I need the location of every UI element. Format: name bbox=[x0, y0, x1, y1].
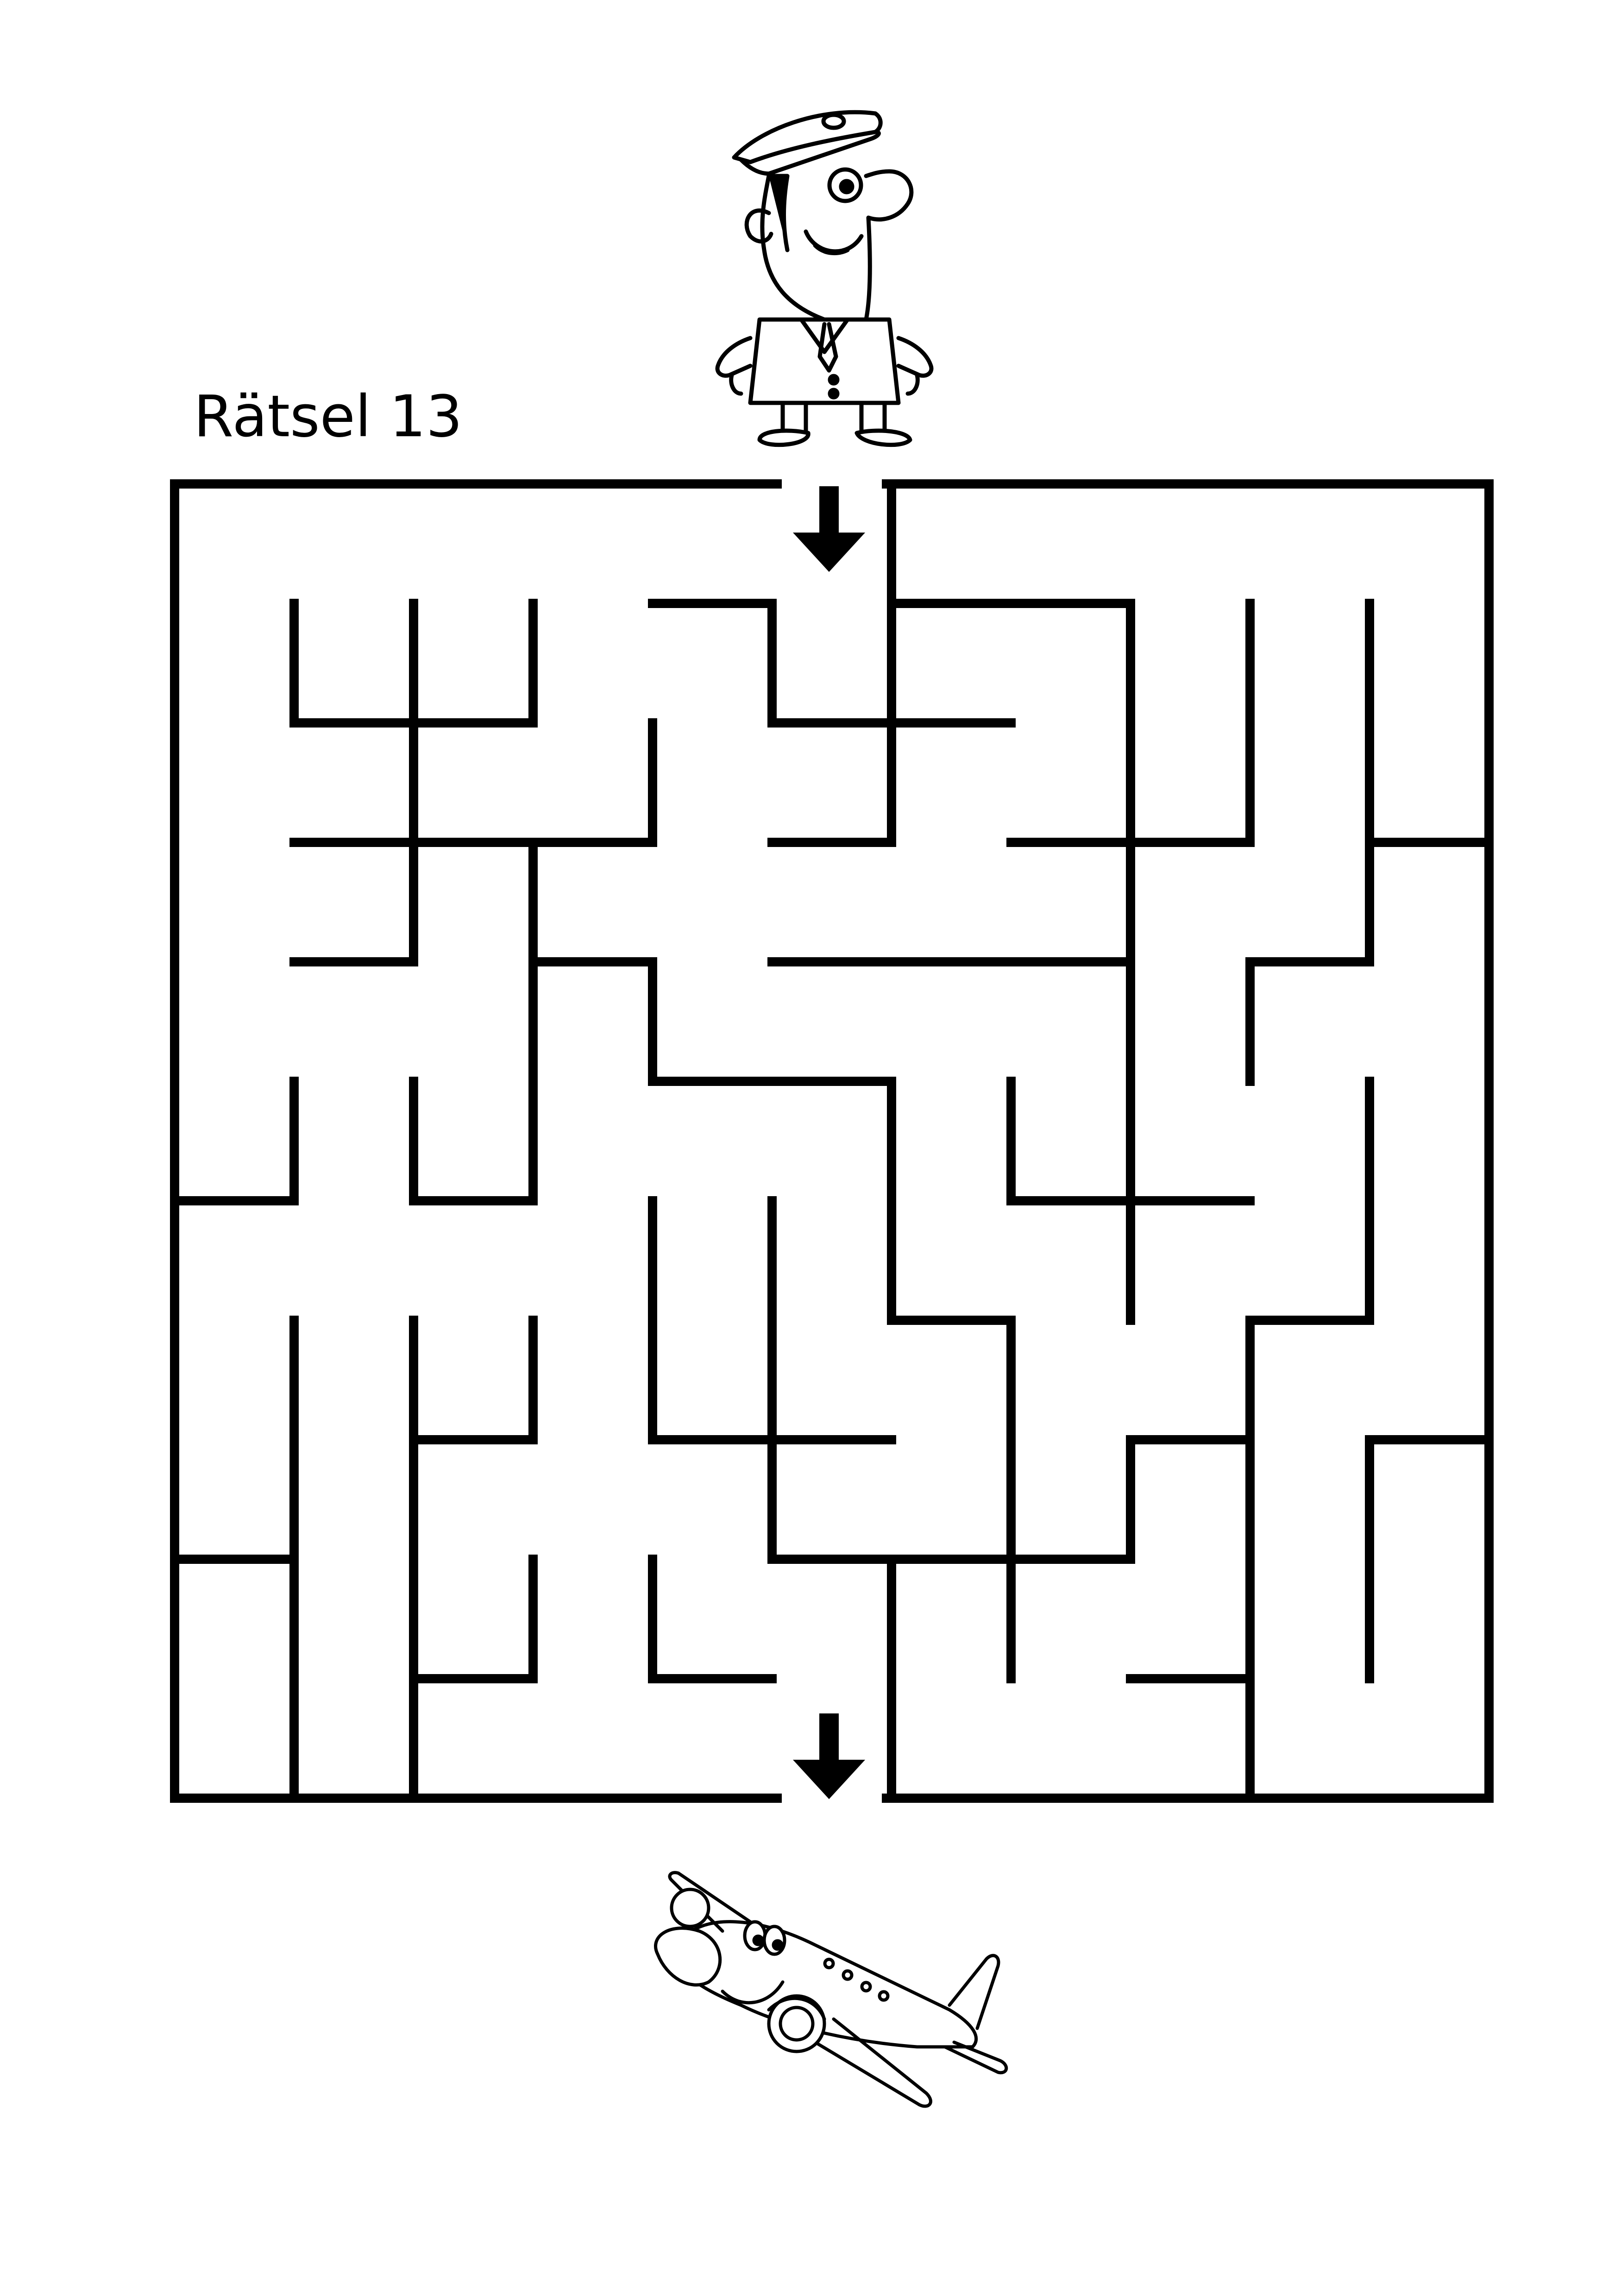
pilot-icon bbox=[715, 110, 934, 447]
puzzle-title: Rätsel 13 bbox=[194, 383, 463, 450]
airplane-icon bbox=[654, 1871, 1008, 2108]
maze-grid bbox=[170, 479, 1494, 1803]
entrance-arrow-icon bbox=[793, 486, 865, 572]
exit-arrow-icon bbox=[793, 1713, 865, 1799]
